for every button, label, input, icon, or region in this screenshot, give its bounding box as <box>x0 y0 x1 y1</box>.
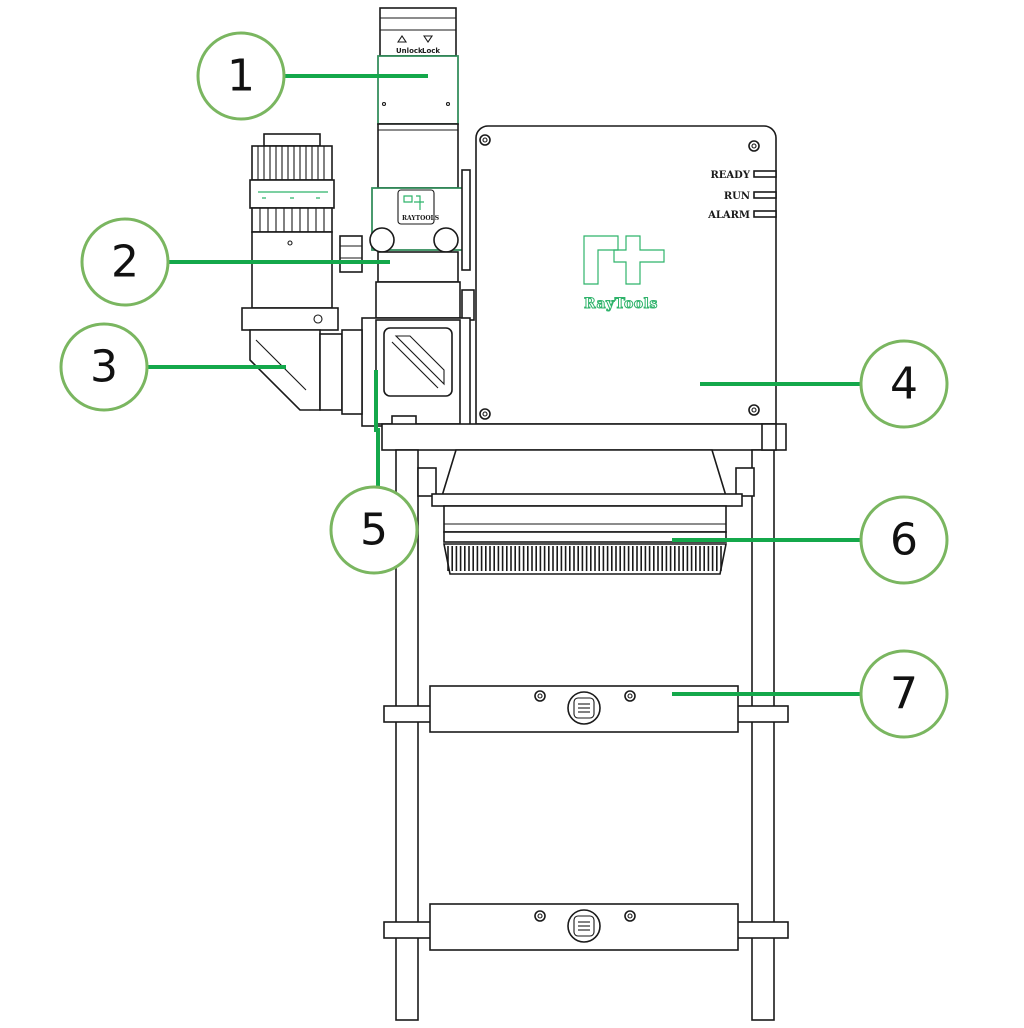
lower-bracket <box>383 903 789 951</box>
lock-label: Lock <box>422 47 440 55</box>
ready-label: READY <box>710 170 750 181</box>
unlock-label: Unlock <box>396 47 423 55</box>
top-plate <box>381 423 787 451</box>
raytools-logo-icon <box>583 235 665 285</box>
callout-4-label: 4 <box>890 359 918 410</box>
callout-3: 3 <box>59 322 149 412</box>
camera-lens-ring <box>251 145 333 181</box>
head-body-middle <box>377 123 459 189</box>
mounting-frame <box>381 423 787 1021</box>
control-box: READY RUN ALARM RayTools <box>475 125 777 425</box>
brand-text: RayTools <box>584 296 658 312</box>
small-brand-text: RAYTOOLS <box>402 215 439 222</box>
callout-2: 2 <box>80 217 170 307</box>
leader-lines <box>148 74 862 696</box>
alarm-label: ALARM <box>707 210 750 221</box>
unlock-arrow-icon <box>396 35 408 43</box>
callout-6: 6 <box>859 495 949 585</box>
air-fitting <box>339 235 363 273</box>
ready-led <box>753 170 777 178</box>
callout-5-label: 5 <box>360 505 388 556</box>
head-body-upper <box>377 55 459 125</box>
callout-6-label: 6 <box>890 515 918 566</box>
rotary-ring-assembly <box>431 449 743 575</box>
callout-5: 5 <box>329 485 419 575</box>
callout-4: 4 <box>859 339 949 429</box>
alarm-led <box>753 210 777 218</box>
camera-prism-housing <box>249 329 321 411</box>
callout-7-label: 7 <box>890 669 918 720</box>
left-knob <box>369 227 395 253</box>
callout-1: 1 <box>196 31 286 121</box>
callout-3-label: 3 <box>90 342 118 393</box>
callout-7: 7 <box>859 649 949 739</box>
camera-assembly <box>241 133 343 411</box>
left-rail <box>395 449 419 1021</box>
gear-ring <box>443 543 727 575</box>
right-knob <box>433 227 459 253</box>
lock-arrow-icon <box>422 35 434 43</box>
leader-5 <box>374 370 380 488</box>
upper-bracket <box>383 685 789 733</box>
head-top-cap <box>379 7 457 57</box>
beam-bender-block <box>341 317 471 429</box>
callout-1-label: 1 <box>227 51 255 102</box>
small-logo-icon <box>403 195 424 210</box>
focus-head-assembly: Unlock Lock RAYTOOLS <box>339 7 475 321</box>
run-label: RUN <box>724 191 750 202</box>
callout-2-label: 2 <box>111 237 139 288</box>
run-led <box>753 191 777 199</box>
